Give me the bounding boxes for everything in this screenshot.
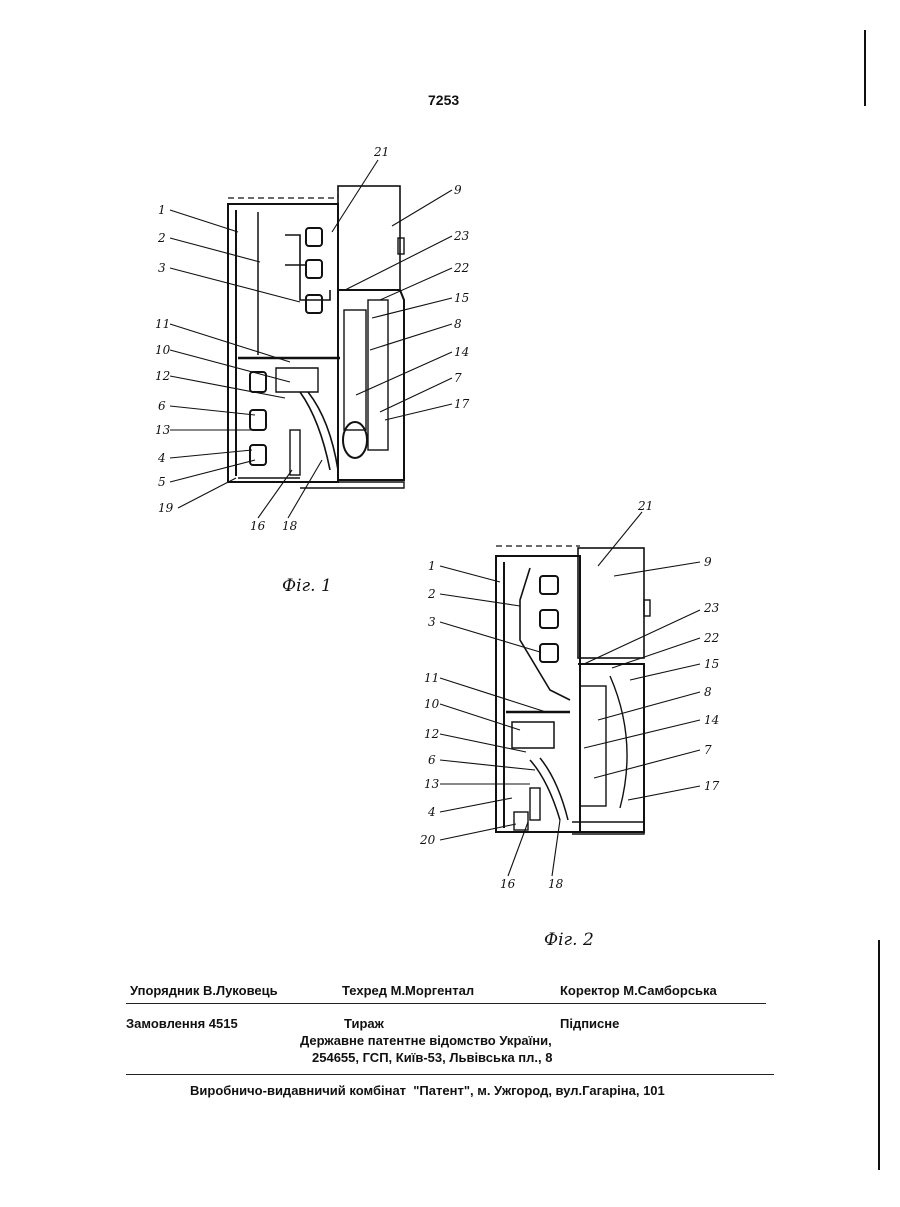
imprint-office-line1: Державне патентне відомство України, xyxy=(300,1033,552,1048)
imprint-divider xyxy=(126,1074,774,1075)
figure-2-label: 2 xyxy=(427,587,436,601)
figure-2-label: 10 xyxy=(424,697,440,711)
imprint-order: Замовлення 4515 xyxy=(126,1016,238,1031)
imprint-circulation: Тираж xyxy=(344,1016,384,1031)
figure-2-label: 15 xyxy=(704,657,719,671)
figure-2-label: 20 xyxy=(419,833,436,847)
figure-2-drawing: 1 2 3 11 10 12 6 13 4 20 16 18 21 9 23 2… xyxy=(0,0,900,960)
imprint-compiler: Упорядник В.Луковець xyxy=(130,983,278,998)
figure-2-label: 22 xyxy=(703,631,719,645)
figure-2-label: 17 xyxy=(704,779,720,793)
figure-2-label: 21 xyxy=(637,499,653,513)
imprint-subscription: Підписне xyxy=(560,1016,619,1031)
figure-2-label: 18 xyxy=(548,877,564,891)
figure-2-label: 23 xyxy=(703,601,720,615)
figure-2-label: 6 xyxy=(428,753,436,767)
figure-2-label: 12 xyxy=(424,727,439,741)
figure-2-label: 11 xyxy=(424,671,439,685)
figure-2-label: 9 xyxy=(704,555,712,569)
imprint-divider xyxy=(126,1003,766,1004)
imprint-proofreader: Коректор М.Самборська xyxy=(560,983,717,998)
imprint-printer: Виробничо-видавничий комбінат "Патент", … xyxy=(190,1083,665,1098)
figure-2-label: 8 xyxy=(704,685,712,699)
imprint-office-line2: 254655, ГСП, Київ-53, Львівська пл., 8 xyxy=(312,1050,552,1065)
figure-2: 1 2 3 11 10 12 6 13 4 20 16 18 21 9 23 2… xyxy=(0,0,900,960)
figure-2-label: 1 xyxy=(428,559,436,573)
scan-edge-mark xyxy=(878,940,880,1170)
figure-2-label: 3 xyxy=(428,615,436,629)
figure-2-label: 7 xyxy=(704,743,712,757)
figure-2-label: 16 xyxy=(500,877,516,891)
figure-2-label: 13 xyxy=(424,777,440,791)
figure-2-label: 14 xyxy=(704,713,719,727)
figure-2-caption: Фіг. 2 xyxy=(544,930,594,950)
figure-2-label: 4 xyxy=(427,805,436,819)
imprint-tech-editor: Техред М.Моргентал xyxy=(342,983,474,998)
